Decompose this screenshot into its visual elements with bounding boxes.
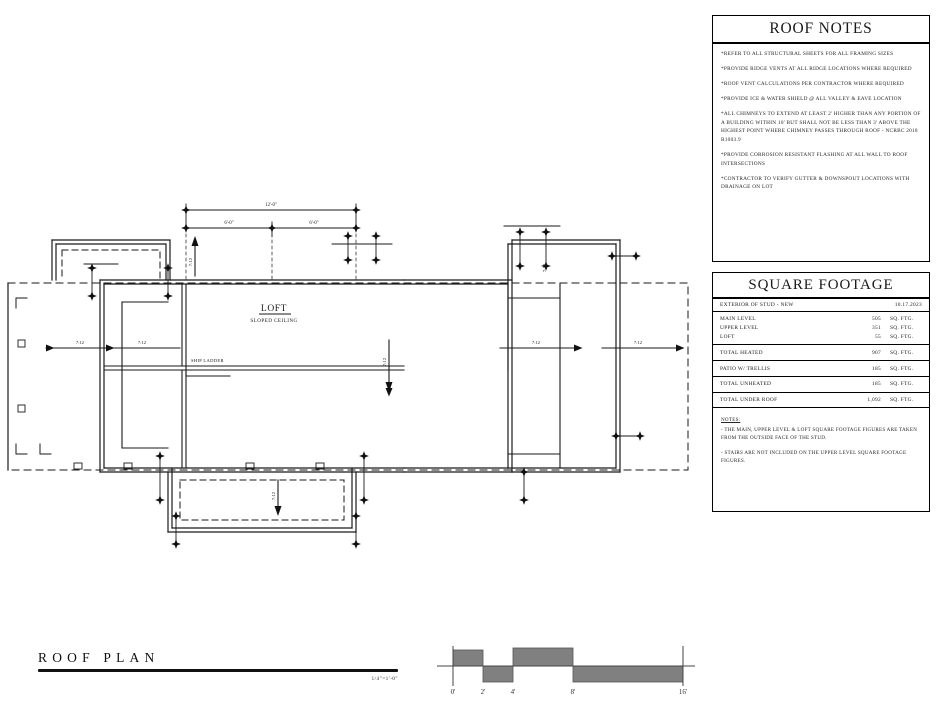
square-footage-row: LOFT 55 SQ. FTG. <box>713 333 929 342</box>
left-wing-overhang <box>61 249 161 281</box>
square-footage-subheader: EXTERIOR OF STUD - NEW 10.17.2023 <box>713 299 929 312</box>
row-unit: SQ. FTG. <box>890 333 914 340</box>
square-footage-total-under-roof-group: TOTAL UNDER ROOF 1,092 SQ. FTG. <box>713 393 929 409</box>
row-label: PATIO W/ TRELLIS <box>720 365 771 372</box>
row-unit: SQ. FTG. <box>890 397 914 404</box>
square-footage-row: PATIO W/ TRELLIS 185 SQ. FTG. <box>713 364 929 373</box>
row-label: TOTAL UNHEATED <box>720 381 772 388</box>
roof-notes-title-bar: ROOF NOTES <box>713 16 929 44</box>
square-footage-panel: SQUARE FOOTAGE EXTERIOR OF STUD - NEW 10… <box>712 272 930 512</box>
row-value: 55 <box>875 333 881 340</box>
square-footage-title-bar: SQUARE FOOTAGE <box>713 273 929 299</box>
row-label: UPPER LEVEL <box>720 325 759 332</box>
roof-note: *PROVIDE CORROSION RESISTANT FLASHING AT… <box>721 152 908 167</box>
roof-outline-left-wing <box>51 239 171 281</box>
plan-title-block: ROOF PLAN 1/4"=1'-0" <box>38 650 398 682</box>
slope-label-bottom-down: 7:12 <box>271 491 276 500</box>
title-underline-rule <box>38 669 398 673</box>
bottom-projection-overhang <box>179 479 345 521</box>
roof-note: *ROOF VENT CALCULATIONS PER CONTRACTOR W… <box>721 81 904 88</box>
dimension-segment-left: 6'-0" <box>224 221 233 226</box>
square-footage-row: TOTAL UNDER ROOF 1,092 SQ. FTG. <box>713 396 929 405</box>
scale-tick-label: 2' <box>481 688 486 696</box>
square-footage-patio-group: PATIO W/ TRELLIS 185 SQ. FTG. <box>713 361 929 377</box>
roof-note: *PROVIDE ICE & WATER SHIELD @ ALL VALLEY… <box>721 96 902 103</box>
scale-bar-axis <box>437 646 695 686</box>
slope-arrow-bottom-down <box>274 479 282 516</box>
page-title: ROOF PLAN <box>38 650 160 665</box>
square-footage-row: UPPER LEVEL 351 SQ. FTG. <box>713 324 929 333</box>
roof-notes-title: ROOF NOTES <box>769 20 873 37</box>
roof-plane-divisions-left <box>121 301 169 449</box>
loft-room-label: LOFT <box>261 304 287 314</box>
dimension-segment-right: 6'-0" <box>309 221 318 226</box>
slope-label-left-inner: 7:12 <box>138 340 147 345</box>
square-footage-note: - THE MAIN, UPPER LEVEL & LOFT SQUARE FO… <box>721 426 918 441</box>
slope-label-right-upper: 7:12 <box>542 263 547 272</box>
square-footage-row: TOTAL UNHEATED 185 SQ. FTG. <box>713 380 929 389</box>
row-unit: SQ. FTG. <box>890 381 914 388</box>
scale-tick-label: 0' <box>451 688 456 696</box>
row-label: TOTAL HEATED <box>720 349 763 356</box>
row-unit: SQ. FTG. <box>890 316 914 323</box>
ship-ladder-symbol <box>185 365 231 377</box>
row-label: LOFT <box>720 333 735 340</box>
square-footage-title: SQUARE FOOTAGE <box>748 276 894 293</box>
roof-vent-symbols <box>17 339 325 470</box>
square-footage-row: TOTAL HEATED 907 SQ. FTG. <box>713 348 929 357</box>
roof-notes-list: *REFER TO ALL STRUCTURAL SHEETS FOR ALL … <box>713 44 929 202</box>
dimension-extension-lines <box>185 227 357 281</box>
roof-outline-bottom-projection <box>167 467 357 533</box>
dimension-string-segments <box>181 221 361 237</box>
roof-note: *REFER TO ALL STRUCTURAL SHEETS FOR ALL … <box>721 51 894 57</box>
graphic-scale-bar: 0' 2' 4' 8' 16' <box>437 642 699 696</box>
roof-plan-drawing: LOFT SLOPED CEILING SHIP LADDER 12'-0" 6… <box>0 180 706 560</box>
roof-note: *PROVIDE RIDGE VENTS AT ALL RIDGE LOCATI… <box>721 66 912 73</box>
loft-sublabel: SLOPED CEILING <box>250 318 297 324</box>
roof-note: *ALL CHIMNEYS TO EXTEND AT LEAST 2' HIGH… <box>721 111 921 144</box>
perimeter-dimension-ticks <box>83 225 645 549</box>
slope-arrow-center-down <box>385 339 393 397</box>
row-unit: SQ. FTG. <box>890 365 914 372</box>
square-footage-notes: NOTES: - THE MAIN, UPPER LEVEL & LOFT SQ… <box>713 408 929 476</box>
roof-notes-panel: ROOF NOTES *REFER TO ALL STRUCTURAL SHEE… <box>712 15 930 262</box>
slope-label-right-inner: 7:12 <box>532 340 541 345</box>
scale-bar-blocks <box>452 647 684 683</box>
row-label: TOTAL UNDER ROOF <box>720 397 778 404</box>
square-footage-row: MAIN LEVEL 505 SQ. FTG. <box>713 315 929 324</box>
row-value: 505 <box>872 316 881 323</box>
row-value: 907 <box>872 349 881 356</box>
slope-label-right-outer: 7:12 <box>634 340 643 345</box>
slope-arrow-top-up <box>191 236 199 277</box>
title-scale-note: 1/4"=1'-0" <box>371 676 398 682</box>
row-unit: SQ. FTG. <box>890 325 914 332</box>
roof-ridge-lines <box>103 283 561 469</box>
row-unit: SQ. FTG. <box>890 349 914 356</box>
square-footage-levels-group: MAIN LEVEL 505 SQ. FTG. UPPER LEVEL 351 … <box>713 312 929 346</box>
row-value: 1,092 <box>867 397 881 404</box>
square-footage-date: 10.17.2023 <box>894 302 922 308</box>
row-value: 185 <box>872 381 881 388</box>
scale-tick-label: 16' <box>679 688 687 696</box>
square-footage-basis-label: EXTERIOR OF STUD - NEW <box>720 302 794 308</box>
scale-tick-label: 8' <box>571 688 576 696</box>
square-footage-total-heated-group: TOTAL HEATED 907 SQ. FTG. <box>713 345 929 362</box>
overhang-outline <box>7 282 689 471</box>
slope-label-center-down: 7:12 <box>382 357 387 366</box>
dimension-overall-top: 12'-0" <box>265 203 277 208</box>
scale-tick-label: 4' <box>511 688 516 696</box>
square-footage-notes-header: NOTES: <box>721 417 741 424</box>
row-value: 185 <box>872 365 881 372</box>
roof-corner-brackets <box>15 297 52 455</box>
ship-ladder-label: SHIP LADDER <box>191 358 224 363</box>
row-value: 351 <box>872 325 881 332</box>
row-label: MAIN LEVEL <box>720 316 756 323</box>
square-footage-note: - STAIRS ARE NOT INCLUDED ON THE UPPER L… <box>721 449 907 465</box>
slope-label-top-up: 7:12 <box>188 257 193 266</box>
roof-note: *CONTRACTOR TO VERIFY GUTTER & DOWNSPOUT… <box>721 175 910 191</box>
slope-label-left-outer: 7:12 <box>76 340 85 345</box>
roof-outline-right-wing <box>403 239 621 473</box>
square-footage-total-unheated-group: TOTAL UNHEATED 185 SQ. FTG. <box>713 377 929 393</box>
